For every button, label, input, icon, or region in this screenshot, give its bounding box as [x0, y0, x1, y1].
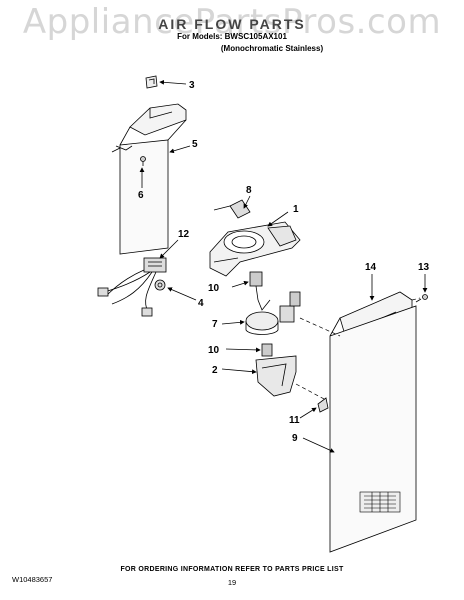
assembly-dashes [295, 297, 421, 401]
leader-8 [243, 195, 251, 209]
callout-5: 5 [192, 139, 198, 150]
part-10-lower-foam [261, 343, 273, 357]
leader-11 [299, 407, 317, 419]
part-13-screw [415, 294, 428, 303]
callout-2: 2 [212, 365, 218, 376]
callout-12: 12 [178, 229, 190, 240]
part-10-upper-foam [249, 271, 263, 287]
callout-9: 9 [292, 433, 298, 444]
part-6-screw [140, 156, 146, 166]
callout-3: 3 [189, 80, 195, 91]
part-12-wire-harness [97, 257, 167, 317]
callout-14: 14 [365, 262, 377, 273]
callout-4: 4 [198, 298, 204, 309]
part-7-damper-motor [245, 285, 301, 335]
callout-10-lower: 10 [208, 345, 220, 356]
part-1-air-housing [209, 221, 301, 277]
callout-1: 1 [293, 204, 299, 215]
callout-7: 7 [212, 319, 218, 330]
page-number: 19 [227, 578, 237, 587]
part-3-clip [145, 75, 158, 89]
watermark: AppliancePartsPros.com [22, 2, 442, 42]
callout-13: 13 [418, 262, 430, 273]
callout-6: 6 [138, 190, 144, 201]
callout-11: 11 [289, 415, 300, 426]
leader-5 [169, 145, 191, 154]
leader-arrows [139, 79, 428, 453]
leader-1 [267, 211, 289, 227]
part-11-clip [317, 397, 329, 413]
part-5-duct-panel [111, 103, 187, 255]
leader-9 [302, 437, 335, 453]
leader-3 [159, 79, 187, 85]
leader-12 [159, 239, 179, 259]
leader-10-upper [231, 280, 249, 288]
callout-8: 8 [246, 185, 252, 196]
ordering-note: FOR ORDERING INFORMATION REFER TO PARTS … [120, 566, 344, 573]
leader-10-lower [225, 347, 261, 353]
models-line: For Models: BWSC105AX101 [177, 32, 287, 41]
leader-7 [221, 319, 245, 325]
part-8-damper [213, 199, 251, 219]
part-2-duct-elbow [255, 355, 297, 397]
part-9-rear-panel [329, 305, 417, 553]
part-4-grommet [154, 279, 166, 291]
variant-line: (Monochromatic Stainless) [220, 44, 324, 53]
document-number: W10483657 [12, 575, 53, 584]
callout-10-upper: 10 [208, 283, 220, 294]
leader-4 [167, 287, 197, 301]
leader-2 [221, 368, 257, 375]
page-title: AIR FLOW PARTS [158, 16, 306, 32]
